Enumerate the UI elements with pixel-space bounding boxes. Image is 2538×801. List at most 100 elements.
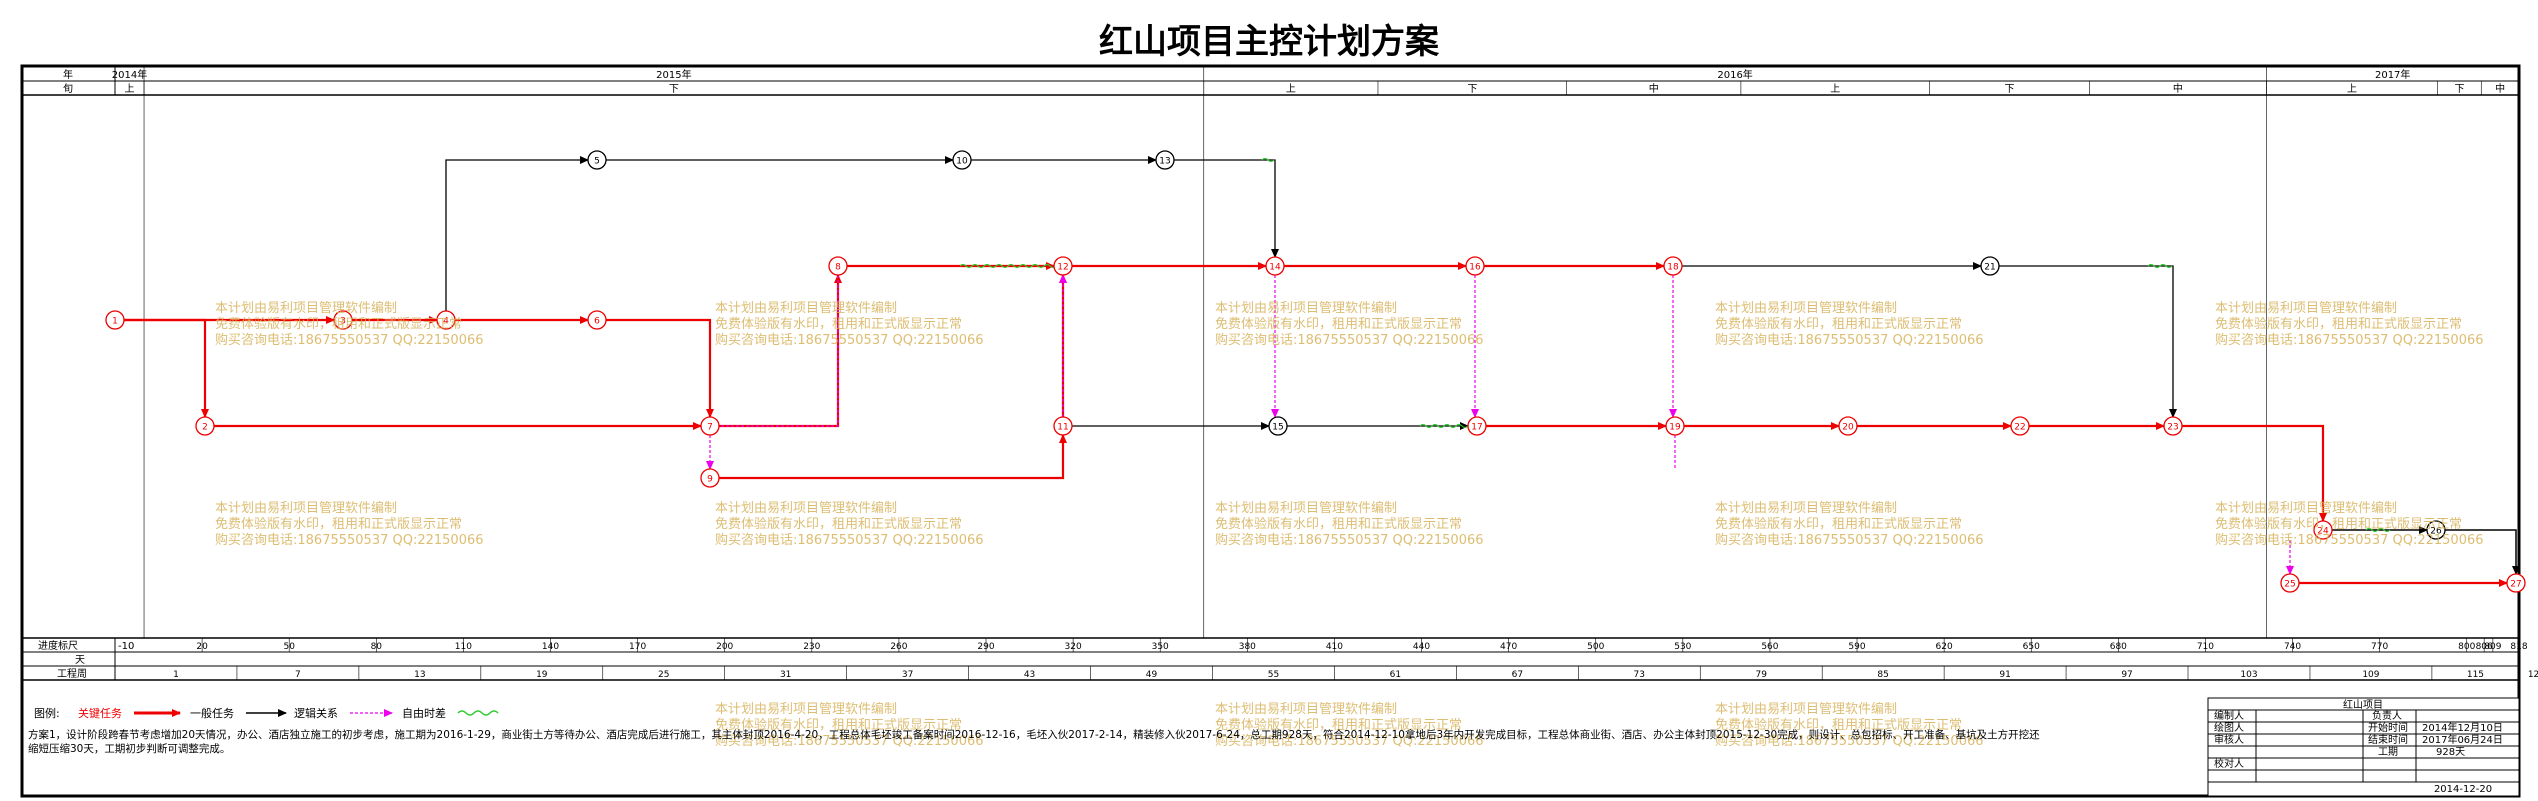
outer-frame bbox=[20, 64, 2521, 798]
week-label: 61 bbox=[1390, 670, 1401, 680]
info-end-value: 2017年06月24日 bbox=[2422, 733, 2503, 746]
watermark-line: 免费体验版有水印，租用和正式版显示正常 bbox=[715, 516, 962, 532]
legend-critical-label: 关键任务 bbox=[78, 706, 122, 720]
watermark-line: 购买咨询电话:18675550537 QQ:22150066 bbox=[1215, 332, 1484, 348]
ruler-tick-label: 500 bbox=[1587, 642, 1604, 652]
node-number: 5 bbox=[594, 157, 600, 167]
ruler-tick-label: 560 bbox=[1761, 642, 1778, 652]
node-number: 14 bbox=[1269, 263, 1281, 273]
node-circle bbox=[436, 310, 456, 330]
node-12: 12 bbox=[1053, 256, 1073, 276]
watermark-text: 本计划由易利项目管理软件编制免费体验版有水印，租用和正式版显示正常购买咨询电话:… bbox=[1215, 702, 1484, 749]
critical-arrow bbox=[606, 318, 714, 418]
period-label: 下 bbox=[2454, 84, 2464, 95]
float-wave bbox=[1419, 423, 1469, 429]
watermark-line: 购买咨询电话:18675550537 QQ:22150066 bbox=[1215, 532, 1484, 548]
node-15: 15 bbox=[1268, 416, 1288, 436]
ruler-tick-label: 650 bbox=[2023, 642, 2040, 652]
node-6: 6 bbox=[587, 310, 607, 330]
node-circle bbox=[1467, 416, 1487, 436]
year-label: 2016年 bbox=[1717, 68, 1752, 81]
ruler-tick-label: 530 bbox=[1674, 642, 1691, 652]
ruler-start-label: -10 bbox=[118, 641, 134, 652]
watermark-line: 购买咨询电话:18675550537 QQ:22150066 bbox=[1715, 332, 1984, 348]
ruler-tick-label: 440 bbox=[1413, 642, 1430, 652]
watermark-text: 本计划由易利项目管理软件编制免费体验版有水印，租用和正式版显示正常购买咨询电话:… bbox=[715, 301, 984, 348]
node-number: 13 bbox=[1159, 157, 1170, 167]
node-number: 6 bbox=[594, 317, 600, 327]
node-number: 25 bbox=[2284, 580, 2295, 590]
node-number: 8 bbox=[835, 263, 841, 273]
node-circle bbox=[1265, 256, 1285, 276]
node-22: 22 bbox=[2010, 416, 2030, 436]
week-label: 55 bbox=[1268, 670, 1279, 680]
critical-arrow bbox=[719, 274, 842, 428]
watermark-line: 购买咨询电话:18675550537 QQ:22150066 bbox=[1215, 733, 1484, 749]
node-number: 7 bbox=[707, 423, 713, 433]
legend: 图例: 关键任务 一般任务 逻辑关系 自由时差 bbox=[34, 706, 499, 720]
week-label: 19 bbox=[536, 670, 548, 680]
ruler-tick-label: 170 bbox=[629, 642, 646, 652]
info-start-label: 开始时间 bbox=[2368, 721, 2408, 734]
ruler-tick-label: 680 bbox=[2110, 642, 2127, 652]
node-number: 4 bbox=[443, 317, 449, 327]
week-label: 85 bbox=[1877, 670, 1888, 680]
watermark-line: 购买咨询电话:18675550537 QQ:22150066 bbox=[715, 332, 984, 348]
week-label: 7 bbox=[295, 670, 301, 680]
week-label: 91 bbox=[1999, 670, 2010, 680]
node-circle bbox=[1053, 416, 1073, 436]
legend-logic-label: 逻辑关系 bbox=[294, 706, 338, 720]
watermark-line: 免费体验版有水印，租用和正式版显示正常 bbox=[2215, 516, 2462, 532]
watermark-line: 本计划由易利项目管理软件编制 bbox=[1215, 301, 1397, 316]
node-13: 13 bbox=[1155, 150, 1175, 170]
legend-float-label: 自由时差 bbox=[402, 706, 446, 720]
ruler-tick-label: 140 bbox=[542, 642, 559, 652]
watermark-text: 本计划由易利项目管理软件编制免费体验版有水印，租用和正式版显示正常购买咨询电话:… bbox=[1215, 301, 1484, 348]
period-row-label: 旬 bbox=[63, 82, 73, 95]
node-circle bbox=[2426, 520, 2446, 540]
ruler-tick-label: 806 bbox=[2476, 642, 2493, 652]
year-label: 2017年 bbox=[2375, 68, 2410, 81]
node-circle bbox=[1838, 416, 1858, 436]
node-24: 24 bbox=[2313, 520, 2333, 540]
watermark-text: 本计划由易利项目管理软件编制免费体验版有水印，租用和正式版显示正常购买咨询电话:… bbox=[215, 301, 484, 348]
activity-arrow bbox=[1174, 159, 1279, 258]
node-circle bbox=[2313, 520, 2333, 540]
year-label: 2014年 bbox=[112, 68, 147, 81]
node-number: 26 bbox=[2430, 527, 2442, 537]
ruler-tick-label: 770 bbox=[2371, 642, 2388, 652]
info-project: 红山项目 bbox=[2343, 698, 2383, 711]
period-label: 上 bbox=[1286, 83, 1296, 95]
activity-arrow bbox=[1999, 265, 2177, 418]
node-23: 23 bbox=[2163, 416, 2183, 436]
node-number: 11 bbox=[1057, 423, 1068, 433]
node-circle bbox=[2280, 573, 2300, 593]
node-number: 21 bbox=[1984, 263, 1995, 273]
node-4: 4 bbox=[436, 310, 456, 330]
week-label: 49 bbox=[1146, 670, 1158, 680]
ruler-tick-label: 740 bbox=[2284, 642, 2301, 652]
ruler-tick-label: 380 bbox=[1239, 642, 1256, 652]
node-21: 21 bbox=[1980, 256, 2000, 276]
ruler-tick-label: 590 bbox=[1848, 642, 1865, 652]
node-number: 27 bbox=[2510, 580, 2521, 590]
watermark-text: 本计划由易利项目管理软件编制免费体验版有水印，租用和正式版显示正常购买咨询电话:… bbox=[715, 702, 984, 749]
node-number: 3 bbox=[340, 317, 346, 327]
watermark-line: 免费体验版有水印，租用和正式版显示正常 bbox=[215, 516, 462, 532]
watermark-line: 免费体验版有水印，租用和正式版显示正常 bbox=[715, 316, 962, 332]
week-label: 73 bbox=[1634, 670, 1645, 680]
float-wave bbox=[2365, 527, 2391, 533]
info-start-value: 2014年12月10日 bbox=[2422, 721, 2503, 734]
watermark-line: 免费体验版有水印，租用和正式版显示正常 bbox=[1715, 316, 1962, 332]
year-label: 2015年 bbox=[656, 68, 691, 81]
watermark-line: 本计划由易利项目管理软件编制 bbox=[1215, 702, 1397, 717]
week-label: 25 bbox=[658, 670, 669, 680]
watermark-line: 购买咨询电话:18675550537 QQ:22150066 bbox=[215, 532, 484, 548]
node-3: 3 bbox=[333, 310, 353, 330]
watermark-text: 本计划由易利项目管理软件编制免费体验版有水印，租用和正式版显示正常购买咨询电话:… bbox=[215, 501, 484, 548]
watermark-text: 本计划由易利项目管理软件编制免费体验版有水印，租用和正式版显示正常购买咨询电话:… bbox=[2215, 301, 2484, 348]
info-compiler-label: 编制人 bbox=[2214, 709, 2244, 722]
watermark-line: 免费体验版有水印，租用和正式版显示正常 bbox=[1215, 316, 1462, 332]
node-circle bbox=[1053, 256, 1073, 276]
week-label: 103 bbox=[2240, 670, 2257, 680]
